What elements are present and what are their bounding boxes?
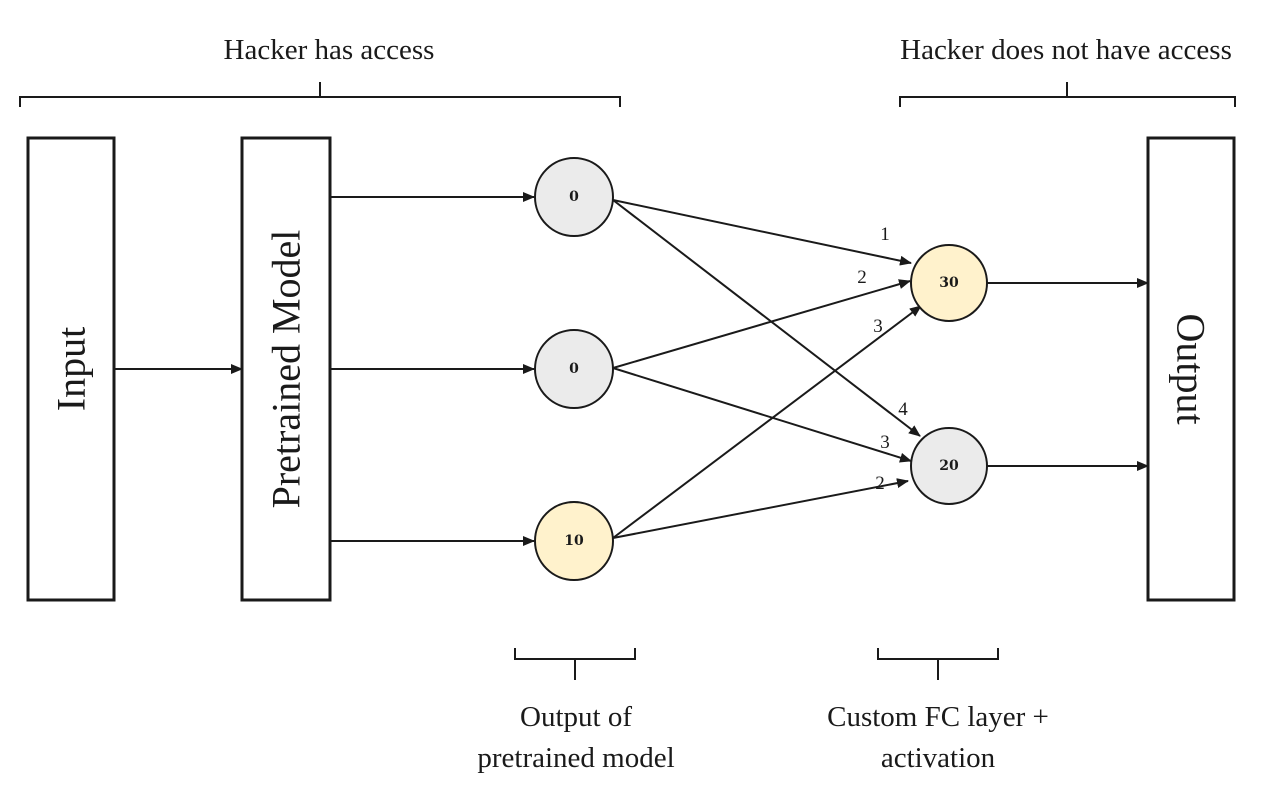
node-value: 20 — [939, 458, 959, 474]
edge-node3-to-fc-top — [612, 305, 922, 539]
custom-fc-caption-line1: Custom FC layer + — [827, 701, 1049, 733]
fc-node-2: 20 — [910, 427, 988, 505]
edge-node3-to-fc-bottom — [612, 478, 909, 539]
output-node-3: 10 — [534, 501, 614, 581]
weight-label: 2 — [875, 473, 885, 494]
node-value: 0 — [569, 189, 579, 205]
pretrained-model-label: Pretrained Model — [264, 230, 309, 509]
node-circle — [534, 501, 614, 581]
weight-label: 2 — [857, 267, 867, 288]
node-circle — [534, 329, 614, 409]
node-value: 10 — [564, 533, 584, 549]
node-circle — [534, 157, 614, 237]
pretrained-model-box: Pretrained Model — [240, 136, 332, 602]
output-of-pretrained-brace — [514, 648, 636, 680]
input-label: Input — [49, 327, 94, 411]
node-circle — [910, 244, 988, 322]
weight-label: 3 — [880, 432, 890, 453]
fc-node-1: 30 — [910, 244, 988, 322]
custom-fc-caption-line2: activation — [881, 742, 996, 774]
node-circle — [910, 427, 988, 505]
output-box: Output — [1146, 136, 1236, 602]
hacker-no-access-caption: Hacker does not have access — [900, 34, 1232, 66]
output-node-1: 0 — [534, 157, 614, 237]
weight-label: 3 — [873, 316, 883, 337]
input-box: Input — [26, 136, 116, 602]
edge-node2-to-fc-bottom — [612, 367, 912, 463]
hacker-access-caption: Hacker has access — [224, 34, 435, 66]
output-of-pretrained-caption-line2: pretrained model — [477, 742, 674, 774]
edge-node2-to-fc-top — [612, 279, 911, 369]
node-value: 30 — [939, 275, 959, 291]
hacker-access-brace — [19, 82, 621, 107]
output-node-2: 0 — [534, 329, 614, 409]
edge-node1-to-fc-top — [612, 199, 912, 266]
output-of-pretrained-caption-line1: Output of — [520, 701, 632, 733]
custom-fc-brace — [877, 648, 999, 680]
hacker-no-access-brace — [899, 82, 1236, 107]
output-label: Output — [1169, 313, 1214, 424]
weight-label: 1 — [880, 224, 890, 245]
node-value: 0 — [569, 361, 579, 377]
weight-label: 4 — [898, 399, 908, 420]
edge-node1-to-fc-bottom — [612, 199, 921, 437]
